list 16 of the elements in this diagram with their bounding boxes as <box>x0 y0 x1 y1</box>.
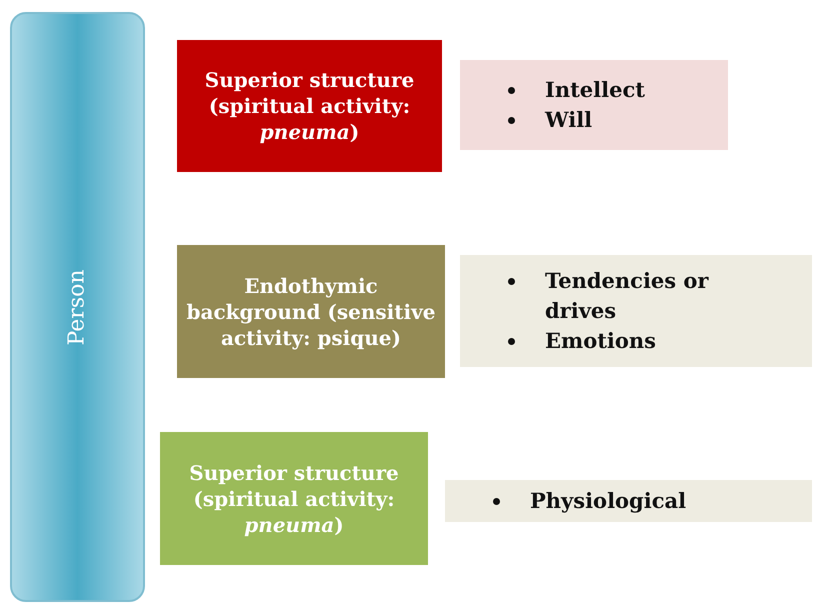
bullet-item: Tendencies or drives <box>545 267 710 325</box>
list-panel <box>460 255 812 367</box>
level-box <box>160 432 428 565</box>
vertical-label: Person <box>65 268 90 346</box>
level-title: Superior structure (spiritual activity: pneuma) <box>188 460 400 538</box>
level-box <box>177 245 445 378</box>
bullet-item: Emotions <box>545 327 656 355</box>
level-title: Superior structure (spiritual activity: pneuma) <box>204 67 416 145</box>
list-panel <box>460 60 728 150</box>
list-panel <box>445 480 812 522</box>
level-box <box>177 40 442 172</box>
bullet-item: Intellect <box>545 76 645 104</box>
person-bar <box>10 12 145 602</box>
bullet-item: Physiological <box>530 487 686 515</box>
bullet-item: Will <box>545 106 592 134</box>
level-title: Endothymic background (sensitive activity: psique) <box>186 272 436 350</box>
